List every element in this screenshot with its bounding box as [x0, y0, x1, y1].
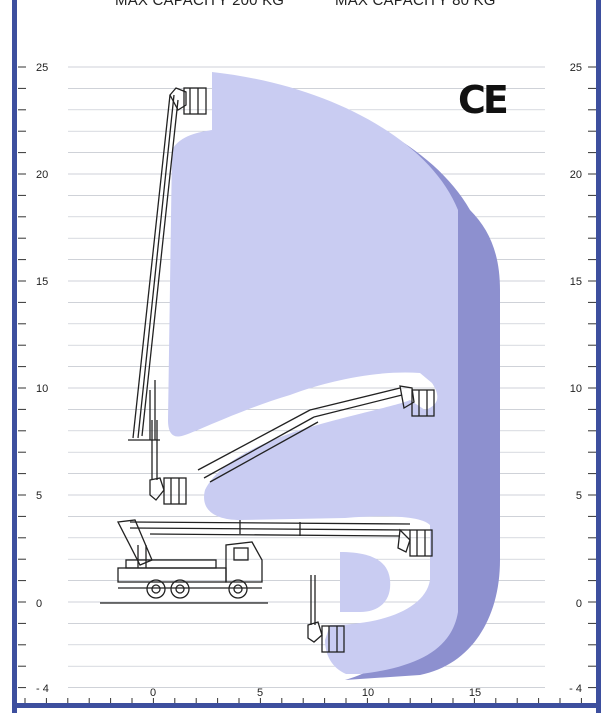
- frame-bottom: [12, 703, 601, 708]
- boom-max-height: [128, 87, 187, 441]
- ce-mark: CE: [458, 78, 509, 122]
- frame-right: [596, 0, 601, 713]
- left-capacity-caption: MAX CAPACITY 200 KG: [115, 0, 285, 9]
- envelope-shadow: [225, 80, 500, 680]
- x-tick-label: 0: [150, 687, 156, 699]
- aerial-platform-truck-icon: [117, 541, 263, 599]
- boom-mid-reach: [197, 385, 415, 483]
- y-tick-label-left: - 4: [36, 683, 49, 695]
- boom-below-ground: [307, 575, 323, 643]
- frame-left: [12, 0, 17, 713]
- y-tick-label-right: 0: [576, 598, 582, 610]
- y-tick-label-left: 20: [36, 169, 48, 181]
- x-tick-label: 10: [362, 687, 374, 699]
- basket-top: [183, 87, 207, 115]
- y-tick-label-right: 15: [570, 276, 582, 288]
- y-tick-label-left: 15: [36, 276, 48, 288]
- y-tick-label-left: 0: [36, 598, 42, 610]
- basket-outreach: [409, 529, 433, 557]
- x-tick-label: 15: [469, 687, 481, 699]
- envelope-bulge: [340, 552, 391, 612]
- y-tick-label-left: 5: [36, 490, 42, 502]
- x-tick-label: 5: [257, 687, 263, 699]
- y-tick-label-right: 25: [570, 62, 582, 74]
- y-tick-label-right: 5: [576, 490, 582, 502]
- basket-mid-high: [411, 389, 435, 417]
- y-tick-label-right: 10: [570, 383, 582, 395]
- axis-ticks: [18, 66, 596, 703]
- basket-below-ground: [321, 625, 345, 653]
- right-capacity-caption: MAX CAPACITY 80 KG: [335, 0, 496, 9]
- y-tick-label-right: - 4: [569, 683, 582, 695]
- boom-low-vertical: [149, 420, 165, 501]
- basket-mid-low: [163, 477, 187, 505]
- y-tick-label-left: 10: [36, 383, 48, 395]
- working-envelope: [168, 72, 458, 674]
- y-tick-label-left: 25: [36, 62, 48, 74]
- y-tick-label-right: 20: [570, 169, 582, 181]
